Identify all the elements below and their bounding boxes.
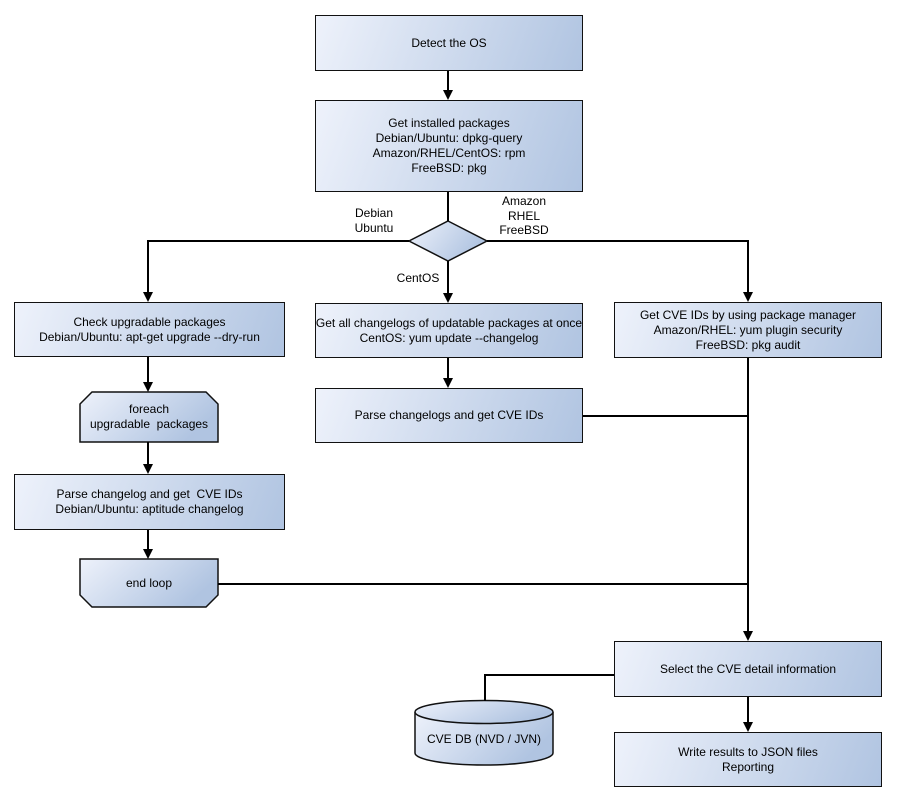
node-write-results-label: Write results to JSON files Reporting [678,744,818,774]
edge-select-to-write [747,697,749,724]
edge-label-centos: CentOS [396,271,440,285]
node-write-results: Write results to JSON files Reporting [614,732,882,787]
node-foreach-loop: foreach upgradable packages [79,391,219,443]
arrowhead-into-parse-changelogs [443,378,453,388]
loop-start-shape [79,391,219,443]
edge-decision-right-vertical [747,240,749,295]
node-parse-changelog-debian-label: Parse changelog and get CVE IDs Debian/U… [55,487,244,516]
edge-label-amazon-rhel-freebsd: Amazon RHEL FreeBSD [499,194,549,237]
node-end-loop-label: end loop [125,575,173,590]
edge-cvedb-vertical [484,674,486,702]
edge-decision-left-vertical [147,240,149,295]
edge-label-debian-ubuntu: Debian Ubuntu [354,206,394,235]
arrowhead-into-write-results [743,722,753,732]
node-get-installed-packages-label: Get installed packages Debian/Ubuntu: dp… [372,116,526,175]
arrowhead-into-parse-changelog [143,464,153,474]
node-get-cve-ids-pkg-manager: Get CVE IDs by using package manager Ama… [614,302,882,358]
node-select-cve-detail-label: Select the CVE detail information [659,661,837,676]
database-cylinder-shape [414,699,554,766]
edge-parse-mid-to-merge [583,415,749,417]
edge-foreach-to-parse [147,442,149,467]
arrowhead-into-packages [443,90,453,100]
arrowhead-into-select [743,631,753,641]
loop-end-shape [79,558,219,608]
node-cve-db: CVE DB (NVD / JVN) [414,699,554,767]
edge-packages-to-decision [447,192,449,221]
node-parse-changelogs-label: Parse changelogs and get CVE IDs [354,408,544,422]
node-foreach-loop-label: foreach upgradable packages [89,402,209,431]
arrowhead-into-foreach [143,382,153,392]
decision-diamond-shape [407,220,489,262]
edge-decision-centos-vertical [447,261,449,295]
edge-endloop-to-merge [218,583,749,585]
node-get-cve-ids-pkg-manager-label: Get CVE IDs by using package manager Ama… [639,307,857,352]
node-get-all-changelogs: Get all changelogs of updatable packages… [315,303,583,358]
edge-decision-left-horizontal [148,240,409,242]
node-check-upgradable-label: Check upgradable packages Debian/Ubuntu:… [39,314,260,344]
node-get-installed-packages: Get installed packages Debian/Ubuntu: dp… [315,100,583,192]
edge-detect-to-packages [447,71,449,92]
arrowhead-into-check-upgradable [143,292,153,302]
edge-check-to-foreach [147,357,149,384]
edge-decision-right-horizontal [487,240,748,242]
node-detect-os-label: Detect the OS [411,35,487,50]
edge-merge-to-select [747,358,749,633]
node-cve-db-label: CVE DB (NVD / JVN) [426,731,541,746]
node-get-all-changelogs-label: Get all changelogs of updatable packages… [315,315,583,345]
arrowhead-into-end-loop [143,549,153,559]
node-detect-os: Detect the OS [315,15,583,71]
node-end-loop: end loop [79,558,219,608]
edge-cvedb-horizontal [484,674,615,676]
node-parse-changelog-debian: Parse changelog and get CVE IDs Debian/U… [14,474,285,530]
node-os-decision [407,219,489,263]
node-parse-changelogs: Parse changelogs and get CVE IDs [315,388,583,443]
edge-parse-to-endloop [147,530,149,552]
arrowhead-into-get-all-changelogs [443,293,453,303]
arrowhead-into-get-cve-ids [743,292,753,302]
edge-changelogs-to-parse [447,358,449,381]
node-select-cve-detail: Select the CVE detail information [614,641,882,697]
node-check-upgradable: Check upgradable packages Debian/Ubuntu:… [14,302,285,357]
